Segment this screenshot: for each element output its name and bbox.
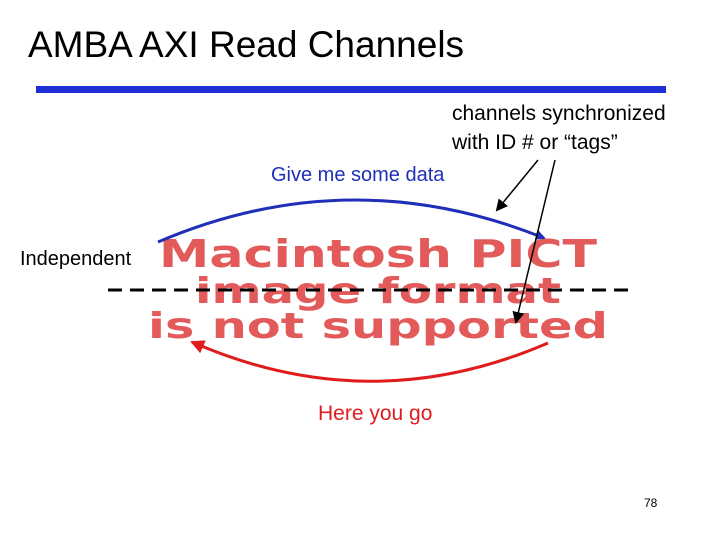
placeholder-line1: Macintosh PICT	[159, 232, 597, 276]
request-label: Give me some data	[271, 164, 445, 186]
placeholder-line3: is not supported	[148, 306, 608, 347]
unsupported-image-placeholder: Macintosh PICT image format is not suppo…	[148, 232, 608, 347]
sync-pointer-to-request	[495, 159, 539, 212]
response-arrow	[190, 340, 549, 383]
title-underline	[36, 86, 666, 93]
response-label: Here you go	[318, 402, 433, 425]
slide-title: AMBA AXI Read Channels	[28, 24, 465, 65]
channel-sync-note-line1: channels synchronized	[452, 102, 666, 125]
request-arrow	[157, 198, 546, 244]
sync-pointer-to-response	[512, 159, 556, 324]
independent-label: Independent	[20, 248, 132, 270]
channel-sync-note-line2: with ID # or “tags”	[452, 131, 618, 154]
page-number: 78	[644, 496, 658, 510]
